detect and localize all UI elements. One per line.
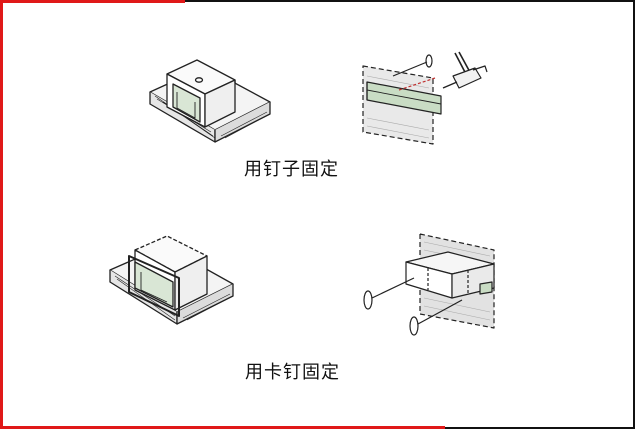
clip-nails-wall-illustration bbox=[363, 233, 495, 336]
frame-right-dark bbox=[633, 0, 635, 429]
frame-top-dark bbox=[185, 0, 635, 2]
clip-frame-on-base-illustration bbox=[109, 235, 234, 325]
frame-bottom-red bbox=[0, 426, 445, 429]
frame-bottom-dark bbox=[445, 427, 635, 429]
frame-top-red bbox=[0, 0, 185, 3]
nail-hammer-wall-illustration bbox=[362, 51, 488, 145]
caption-nail-fixing: 用钉子固定 bbox=[244, 159, 339, 180]
frame-left-red bbox=[0, 0, 3, 429]
channel-on-base-illustration bbox=[149, 59, 271, 143]
caption-clip-nail-fixing: 用卡钉固定 bbox=[245, 362, 340, 383]
